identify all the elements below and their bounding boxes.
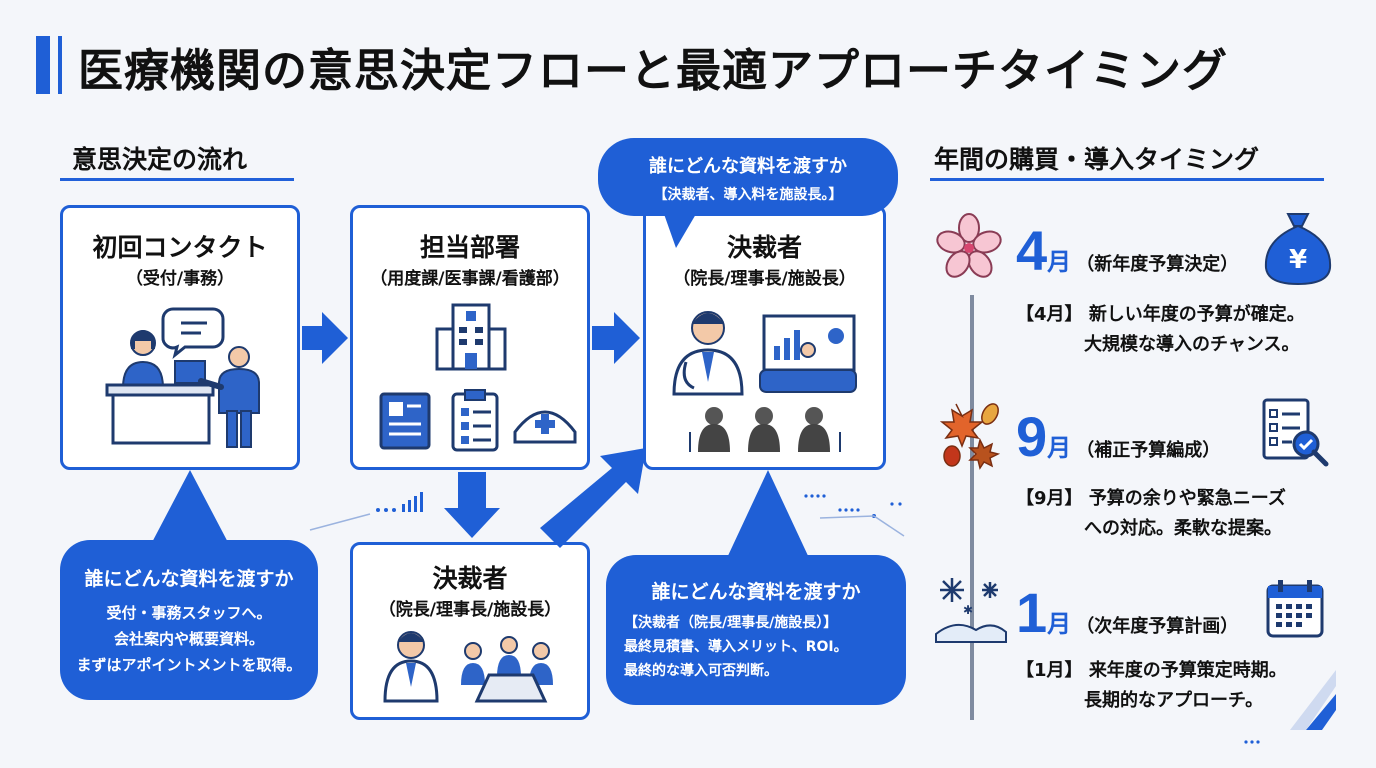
timing-january-line: 来年度の予算策定時期。: [1088, 660, 1287, 681]
timing-heading: 年間の購買・導入タイミング: [934, 145, 1260, 174]
svg-text:✱: ✱: [963, 603, 973, 617]
timing-september-header: 9月 （補正予算編成）: [1016, 404, 1220, 469]
approver-top-sub: （院長/理事長/施設長）: [673, 269, 856, 289]
timing-heading-underline: [930, 178, 1324, 181]
flow-heading-underline: [60, 178, 294, 181]
yen-money-bag-icon: ¥: [1264, 213, 1332, 286]
approver-box-bottom: 決裁者 （院長/理事長/施設長）: [350, 542, 590, 720]
page-title: 医療機関の意思決定フローと最適アプローチタイミング: [78, 44, 1229, 97]
snowflake-icon: ✱: [935, 578, 1007, 643]
bubble-left-body: 受付・事務スタッフへ。 会社案内や概要資料。 まずはアポイントメントを取得。: [60, 600, 318, 678]
timing-april-line: 大規模な導入のチャンス。: [1084, 334, 1300, 355]
timing-september-unit: 月: [1047, 434, 1072, 462]
bubble-top-tail: [664, 214, 696, 248]
timing-january-note: （次年度予算計画）: [1076, 616, 1239, 637]
timing-january-number: 1: [1016, 581, 1048, 644]
bubble-left-line: 受付・事務スタッフへ。: [106, 604, 272, 622]
bubble-top-line: 【決裁者、導入料を施設長。】: [653, 187, 843, 203]
timing-january-tag: 【1月】: [1016, 660, 1083, 681]
bubble-right-line: 最終見積書、導入メリット、ROI。: [624, 639, 848, 655]
timing-april-line: 新しい年度の予算が確定。: [1088, 304, 1305, 325]
calendar-icon: [1266, 580, 1324, 638]
bubble-left-title: 誰にどんな資料を渡すか: [84, 568, 294, 590]
title-accent-bar: [36, 36, 50, 94]
bubble-right-title: 誰にどんな資料を渡すか: [651, 581, 861, 603]
timing-september-line: 予算の余りや緊急ニーズ: [1088, 488, 1286, 509]
timing-april-note: （新年度予算決定）: [1076, 254, 1239, 275]
contact-title: 初回コンタクト: [92, 233, 268, 262]
bubble-right-tail: [726, 470, 810, 560]
flow-heading: 意思決定の流れ: [72, 145, 248, 174]
timing-january-unit: 月: [1047, 610, 1072, 638]
cherry-blossom-icon: [936, 213, 1002, 278]
title-accent-line: [58, 36, 62, 94]
bubble-top-title: 誰にどんな資料を渡すか: [649, 156, 847, 177]
timeline-line: [970, 295, 974, 720]
department-sub: （用度課/医事課/看護部）: [370, 269, 570, 289]
contact-sub: （受付/事務）: [125, 269, 235, 289]
timing-september-note: （補正予算編成）: [1076, 440, 1221, 461]
bubble-left-line: まずはアポイントメントを取得。: [76, 656, 302, 674]
timing-september-line: への対応。柔軟な提案。: [1084, 518, 1282, 539]
timing-january-header: 1月 （次年度予算計画）: [1016, 580, 1238, 645]
approver-bottom-sub: （院長/理事長/施設長）: [378, 600, 562, 620]
approver-box-top: 決裁者 （院長/理事長/施設長）: [643, 205, 886, 470]
bubble-top: 誰にどんな資料を渡すか 【決裁者、導入料を施設長。】: [598, 138, 898, 216]
svg-text:¥: ¥: [1289, 245, 1307, 275]
approver-bottom-title: 決裁者: [432, 564, 508, 593]
timing-april-unit: 月: [1047, 248, 1072, 276]
timing-january-line: 長期的なアプローチ。: [1084, 690, 1264, 711]
bubble-left-tail: [148, 470, 232, 550]
bubble-right-body: 【決裁者（院長/理事長/施設長）】 最終見積書、導入メリット、ROI。 最終的な…: [624, 611, 848, 683]
doctor-meeting-icon: [383, 631, 553, 703]
bubble-right-line: 最終的な導入可否判断。: [624, 663, 778, 679]
bubble-right: 誰にどんな資料を渡すか 【決裁者（院長/理事長/施設長）】 最終見積書、導入メリ…: [606, 555, 906, 705]
reception-desk-icon: [105, 307, 260, 448]
decorative-corner-stripes: [1244, 670, 1336, 744]
autumn-leaves-icon: [939, 403, 1001, 470]
bubble-right-line: 【決裁者（院長/理事長/施設長）】: [624, 615, 838, 631]
timing-september-desc: 【9月】 予算の余りや緊急ニーズ への対応。柔軟な提案。: [1016, 484, 1286, 544]
timing-january-desc: 【1月】 来年度の予算策定時期。 長期的なアプローチ。: [1016, 656, 1287, 716]
department-box: 担当部署 （用度課/医事課/看護部）: [350, 205, 590, 470]
contact-box: 初回コンタクト （受付/事務）: [60, 205, 300, 470]
timing-april-header: 4月 （新年度予算決定）: [1016, 218, 1238, 283]
checklist-magnifier-icon: [1262, 398, 1329, 467]
timing-september-tag: 【9月】: [1016, 488, 1083, 509]
hospital-building-icon: [435, 303, 507, 371]
department-title: 担当部署: [419, 233, 520, 262]
documents-clipboard-nurse-cap-icons: [379, 389, 577, 452]
timing-april-tag: 【4月】: [1016, 304, 1083, 325]
decorative-signal-lines: [309, 492, 423, 531]
director-meeting-icon: [672, 311, 857, 452]
timing-september-number: 9: [1016, 405, 1048, 468]
bubble-left: 誰にどんな資料を渡すか 受付・事務スタッフへ。 会社案内や概要資料。 まずはアポ…: [60, 540, 318, 700]
timing-april-desc: 【4月】 新しい年度の予算が確定。 大規模な導入のチャンス。: [1016, 300, 1305, 360]
decorative-dots: [804, 494, 905, 537]
bubble-left-line: 会社案内や概要資料。: [113, 630, 264, 648]
timing-april-number: 4: [1016, 219, 1048, 282]
approver-top-title: 決裁者: [726, 233, 802, 262]
